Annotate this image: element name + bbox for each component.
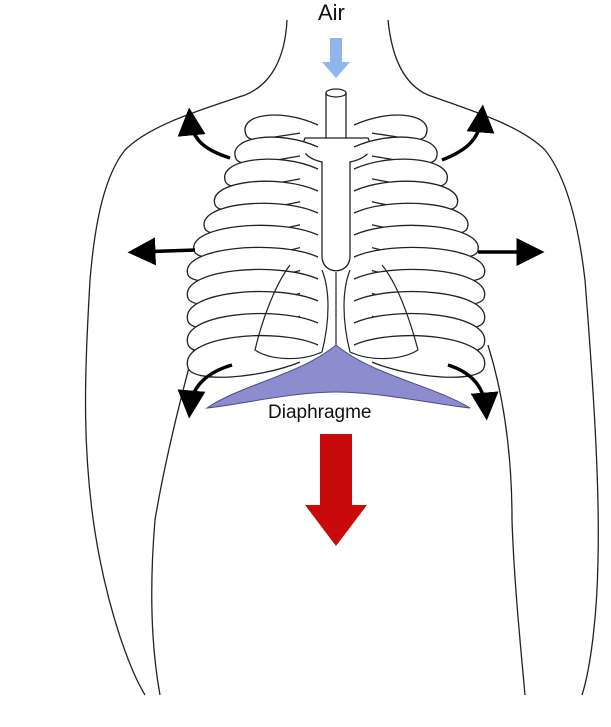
ribcage-left [186,114,319,378]
expansion-arrows [127,104,545,421]
rib-left [244,114,319,141]
air-down-arrow-icon [322,38,350,78]
lung-outline [254,264,419,360]
rib-right [353,114,428,141]
diaphragm-shape [205,344,471,409]
rib-left [186,334,319,378]
upper-left-curved-arrow-icon [177,107,231,160]
lower-right-curved-arrow-icon [447,363,499,421]
left-horizontal-arrow-icon [127,237,196,266]
sternum [302,137,371,272]
lower-left-curved-arrow-icon [177,363,233,419]
trachea [325,88,347,141]
diaphragm-label: Diaphragme [268,402,372,423]
upper-right-curved-arrow-icon [441,104,495,162]
ribcage-right [353,114,486,378]
diaphragm-down-arrow-icon [305,434,367,546]
air-label: Air [318,0,345,25]
